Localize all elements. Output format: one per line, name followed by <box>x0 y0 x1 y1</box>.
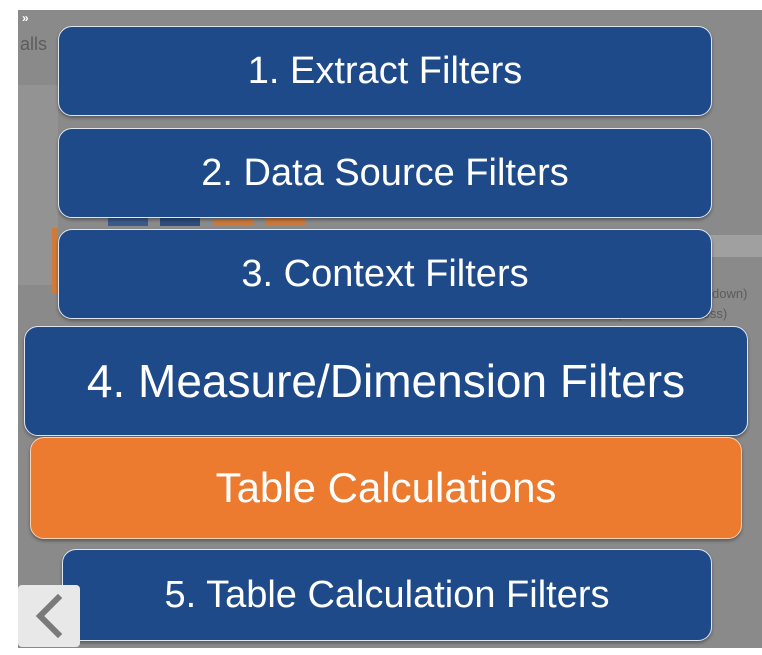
step-extract-filters: 1. Extract Filters <box>58 26 712 116</box>
step-label: 5. Table Calculation Filters <box>164 573 610 616</box>
background-bar-orange-3 <box>266 216 306 226</box>
double-chevron-right-icon[interactable]: » <box>22 11 29 25</box>
background-bar-blue-2 <box>160 216 200 226</box>
step-table-calculation-filters: 5. Table Calculation Filters <box>62 549 712 641</box>
step-label: 1. Extract Filters <box>247 49 523 92</box>
background-partial-label: alls <box>20 34 48 54</box>
step-table-calculations: Table Calculations <box>30 437 742 539</box>
step-label: 2. Data Source Filters <box>201 151 569 194</box>
step-data-source-filters: 2. Data Source Filters <box>58 128 712 218</box>
background-panel-left <box>18 85 58 285</box>
step-label: 3. Context Filters <box>241 252 529 295</box>
step-label: 4. Measure/Dimension Filters <box>86 355 686 407</box>
step-label: Table Calculations <box>215 464 557 511</box>
chevron-left-icon <box>35 594 63 638</box>
step-context-filters: 3. Context Filters <box>58 229 712 319</box>
back-button[interactable] <box>18 585 80 647</box>
bottom-strip <box>18 648 762 655</box>
background-bar-orange <box>52 228 58 294</box>
background-bar-blue <box>108 218 148 226</box>
step-measure-dimension-filters: 4. Measure/Dimension Filters <box>24 326 748 436</box>
background-bar-orange-2 <box>214 220 254 226</box>
background-snippet-1: down) <box>712 286 748 301</box>
